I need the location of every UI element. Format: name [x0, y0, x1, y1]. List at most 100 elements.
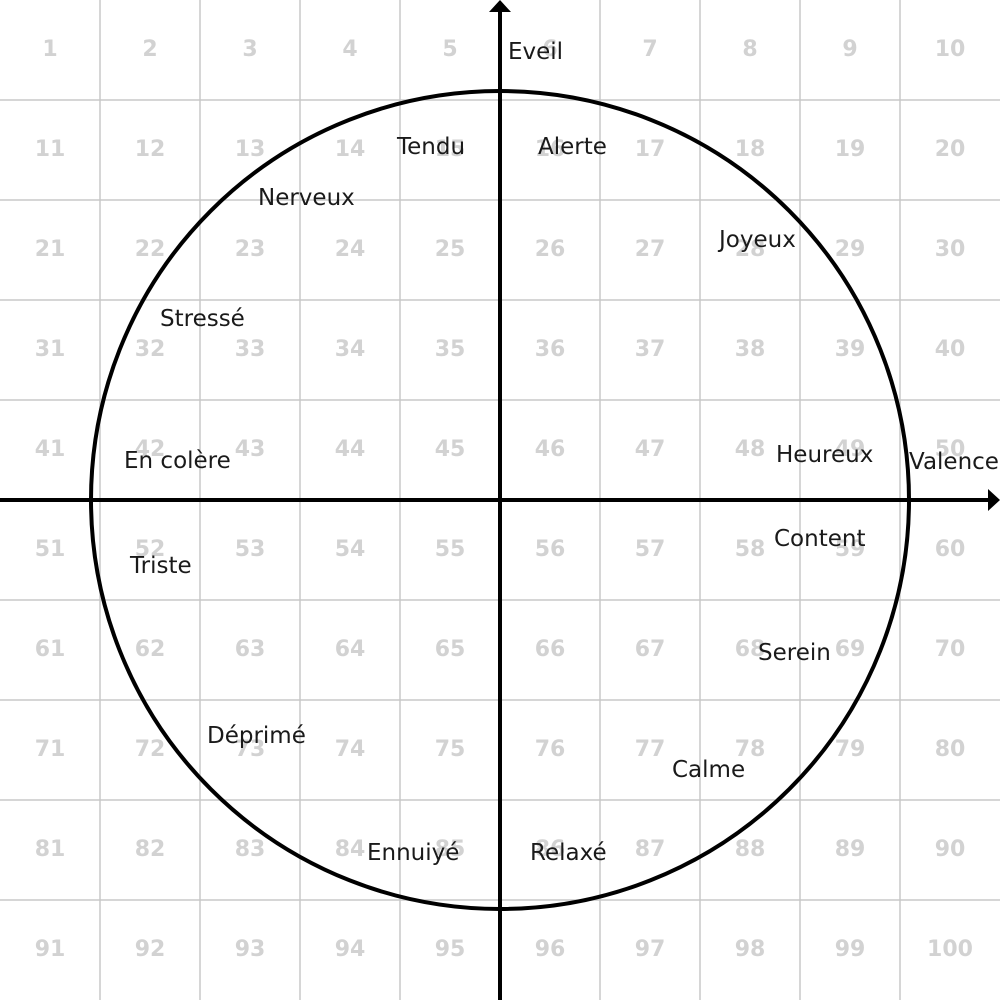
cell-number: 90 [935, 837, 966, 862]
cell-number: 99 [835, 937, 866, 962]
cell-number: 91 [35, 937, 66, 962]
cell-number: 81 [35, 837, 66, 862]
cell-number: 48 [735, 437, 766, 462]
cell-number: 46 [535, 437, 566, 462]
cell-number: 4 [342, 37, 357, 62]
cell-number: 84 [335, 837, 366, 862]
cell-number: 9 [842, 37, 857, 62]
cell-number: 60 [935, 537, 966, 562]
cell-number: 6 [542, 37, 557, 62]
cell-number: 55 [435, 537, 466, 562]
vertical-axis-label: Eveil [508, 39, 563, 65]
cell-number: 64 [335, 637, 366, 662]
cell-number: 11 [35, 137, 66, 162]
cell-number: 28 [735, 237, 766, 262]
cell-number: 8 [742, 37, 757, 62]
cell-number: 80 [935, 737, 966, 762]
cell-number: 78 [735, 737, 766, 762]
cell-number: 89 [835, 837, 866, 862]
cell-number: 77 [635, 737, 666, 762]
cell-number: 17 [635, 137, 666, 162]
cell-number: 45 [435, 437, 466, 462]
cell-number: 71 [35, 737, 66, 762]
emotion-label-ennuye: Ennuiyé [367, 840, 459, 866]
emotion-label-deprime: Déprimé [207, 723, 306, 749]
cell-number: 52 [135, 537, 166, 562]
cell-number: 97 [635, 937, 666, 962]
cell-number: 88 [735, 837, 766, 862]
cell-number: 76 [535, 737, 566, 762]
cell-number: 25 [435, 237, 466, 262]
cell-number: 98 [735, 937, 766, 962]
cell-number: 12 [135, 137, 166, 162]
horizontal-axis-label: Valence [909, 449, 999, 475]
cell-number: 92 [135, 937, 166, 962]
cell-number: 39 [835, 337, 866, 362]
cell-number: 18 [735, 137, 766, 162]
emotion-label-joyeux: Joyeux [717, 227, 796, 253]
cell-number: 87 [635, 837, 666, 862]
cell-number: 7 [642, 37, 657, 62]
cell-number: 14 [335, 137, 366, 162]
cell-number: 36 [535, 337, 566, 362]
cell-number: 29 [835, 237, 866, 262]
cell-number: 67 [635, 637, 666, 662]
emotion-label-triste: Triste [129, 553, 192, 579]
cell-number: 100 [927, 937, 973, 962]
cell-number: 61 [35, 637, 66, 662]
cell-number: 43 [235, 437, 266, 462]
cell-number: 10 [935, 37, 966, 62]
cell-number: 51 [35, 537, 66, 562]
cell-number: 93 [235, 937, 266, 962]
cell-number: 38 [735, 337, 766, 362]
cell-number: 73 [235, 737, 266, 762]
cell-number: 53 [235, 537, 266, 562]
cell-number: 70 [935, 637, 966, 662]
cell-number: 5 [442, 37, 457, 62]
cell-number: 44 [335, 437, 366, 462]
emotion-label-relaxe: Relaxé [530, 840, 607, 866]
emotion-label-serein: Serein [758, 640, 831, 666]
cell-number: 57 [635, 537, 666, 562]
cell-number: 59 [835, 537, 866, 562]
emotion-label-calme: Calme [672, 757, 745, 783]
cell-number: 74 [335, 737, 366, 762]
cell-number: 69 [835, 637, 866, 662]
cell-number: 83 [235, 837, 266, 862]
cell-number: 96 [535, 937, 566, 962]
cell-number: 42 [135, 437, 166, 462]
cell-number: 20 [935, 137, 966, 162]
emotion-label-stresse: Stressé [160, 306, 245, 332]
cell-number: 15 [435, 137, 466, 162]
emotion-label-heureux: Heureux [776, 442, 873, 468]
cell-number: 65 [435, 637, 466, 662]
cell-number: 95 [435, 937, 466, 962]
cell-number: 41 [35, 437, 66, 462]
cell-number: 62 [135, 637, 166, 662]
horizontal-axis-arrow-icon [988, 489, 1000, 511]
cell-number: 23 [235, 237, 266, 262]
cell-number: 66 [535, 637, 566, 662]
cell-number: 30 [935, 237, 966, 262]
cell-number: 2 [142, 37, 157, 62]
cell-number: 21 [35, 237, 66, 262]
vertical-axis-arrow-icon [489, 0, 511, 12]
cell-number: 82 [135, 837, 166, 862]
cell-number: 3 [242, 37, 257, 62]
cell-number: 16 [535, 137, 566, 162]
cell-number: 86 [535, 837, 566, 862]
cell-number: 32 [135, 337, 166, 362]
cell-number: 35 [435, 337, 466, 362]
cell-number: 1 [42, 37, 57, 62]
cell-number: 94 [335, 937, 366, 962]
cell-number: 63 [235, 637, 266, 662]
cell-number: 26 [535, 237, 566, 262]
cell-number: 33 [235, 337, 266, 362]
cell-number: 58 [735, 537, 766, 562]
cell-number: 85 [435, 837, 466, 862]
emotion-label-content: Content [774, 526, 865, 552]
cell-number: 37 [635, 337, 666, 362]
